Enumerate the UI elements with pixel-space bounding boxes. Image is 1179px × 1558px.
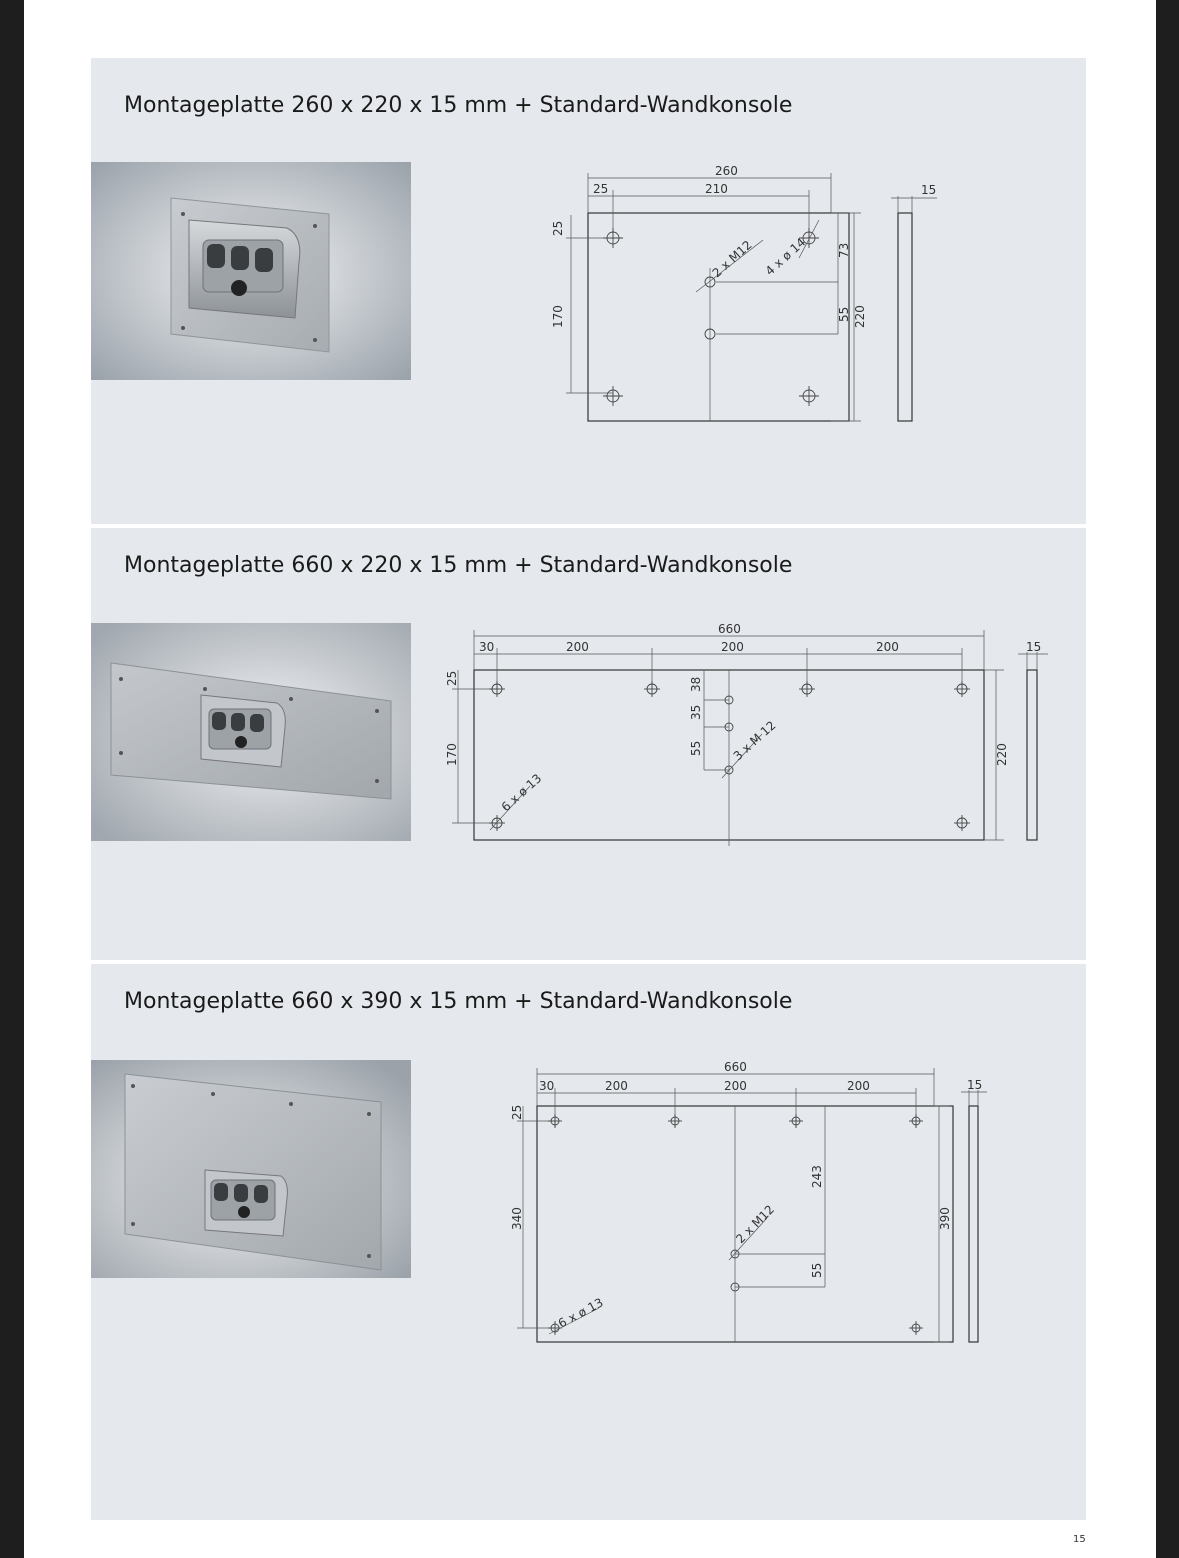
label-threads: 3 x M 12 (731, 718, 779, 763)
product-photo (91, 162, 411, 380)
label-holes: 6 x ø 13 (556, 1295, 606, 1330)
dim-spacing-2: 200 (724, 1079, 747, 1093)
dim-edge-left: 30 (539, 1079, 554, 1093)
hole-top-right (799, 228, 819, 248)
hole-2 (644, 681, 660, 697)
dim-35: 35 (689, 705, 703, 720)
hole-3 (789, 1114, 803, 1128)
dim-total-height: 390 (938, 1207, 952, 1230)
hole-6 (909, 1321, 923, 1335)
hole-5 (489, 815, 505, 831)
technical-drawing: 260 210 25 25 170 (551, 158, 951, 428)
section-title: Montageplatte 660 x 390 x 15 mm + Standa… (124, 989, 793, 1014)
dim-edge-left: 30 (479, 640, 494, 654)
thread-hole-lower (704, 328, 716, 340)
hole-3 (799, 681, 815, 697)
dim-spacing-3: 200 (847, 1079, 870, 1093)
hole-1 (489, 681, 505, 697)
dim-73: 73 (837, 243, 851, 258)
hole-4 (954, 681, 970, 697)
plate-outline (587, 212, 850, 422)
dim-spacing-1: 200 (605, 1079, 628, 1093)
hole-top-left (603, 228, 623, 248)
catalog-page: Montageplatte 260 x 220 x 15 mm + Standa… (24, 0, 1156, 1558)
dim-vertical-span: 170 (446, 743, 459, 766)
technical-drawing: 660 30 200 200 200 25 340 (509, 1058, 999, 1358)
dim-vertical-span: 170 (551, 305, 565, 328)
dim-total-height: 220 (995, 743, 1009, 766)
mounting-plate-section-2: Montageplatte 660 x 220 x 15 mm + Standa… (91, 528, 1086, 960)
dim-thickness: 15 (967, 1078, 982, 1092)
label-holes: 6 x ø 13 (499, 771, 545, 814)
hole-bottom-left (603, 386, 623, 406)
product-photo (91, 623, 411, 841)
hole-5 (548, 1321, 562, 1335)
dim-edge-left: 25 (593, 182, 608, 196)
dim-55: 55 (837, 307, 851, 322)
hole-2 (668, 1114, 682, 1128)
hole-1 (548, 1114, 562, 1128)
plate-outline (536, 1105, 954, 1343)
dim-edge-top: 25 (510, 1105, 524, 1120)
hole-4 (909, 1114, 923, 1128)
section-title: Montageplatte 660 x 220 x 15 mm + Standa… (124, 553, 793, 578)
side-view (897, 212, 913, 422)
mounting-plate-section-3: Montageplatte 660 x 390 x 15 mm + Standa… (91, 964, 1086, 1520)
dim-243: 243 (810, 1165, 824, 1188)
dim-total-width: 660 (724, 1060, 747, 1074)
dim-edge-top: 25 (551, 221, 565, 236)
dim-spacing-2: 200 (721, 640, 744, 654)
side-view (968, 1105, 979, 1343)
side-view (1026, 669, 1038, 841)
section-title: Montageplatte 260 x 220 x 15 mm + Standa… (124, 93, 793, 118)
dim-thickness: 15 (921, 183, 936, 197)
dim-55: 55 (689, 741, 703, 756)
thread-hole-upper (704, 276, 716, 288)
label-threads: 2 x M12 (710, 238, 755, 281)
product-photo (91, 1060, 411, 1278)
hole-6 (954, 815, 970, 831)
label-threads: 2 x M12 (733, 1202, 777, 1246)
dim-vertical-span: 340 (510, 1207, 524, 1230)
dim-thickness: 15 (1026, 640, 1041, 654)
dim-spacing-1: 200 (566, 640, 589, 654)
mounting-plate-section-1: Montageplatte 260 x 220 x 15 mm + Standa… (91, 58, 1086, 524)
dim-spacing-3: 200 (876, 640, 899, 654)
dim-inner-width: 210 (705, 182, 728, 196)
page-number: 15 (1073, 1534, 1086, 1545)
dim-38: 38 (689, 677, 703, 692)
dim-edge-top: 25 (446, 671, 459, 686)
dim-total-width: 260 (715, 164, 738, 178)
dim-total-height: 220 (853, 305, 867, 328)
label-holes: 4 x ø 14 (763, 235, 809, 278)
hole-bottom-right (799, 386, 819, 406)
dim-total-width: 660 (718, 622, 741, 636)
dim-55: 55 (810, 1263, 824, 1278)
technical-drawing: 660 30 200 200 200 25 170 (446, 618, 1066, 858)
